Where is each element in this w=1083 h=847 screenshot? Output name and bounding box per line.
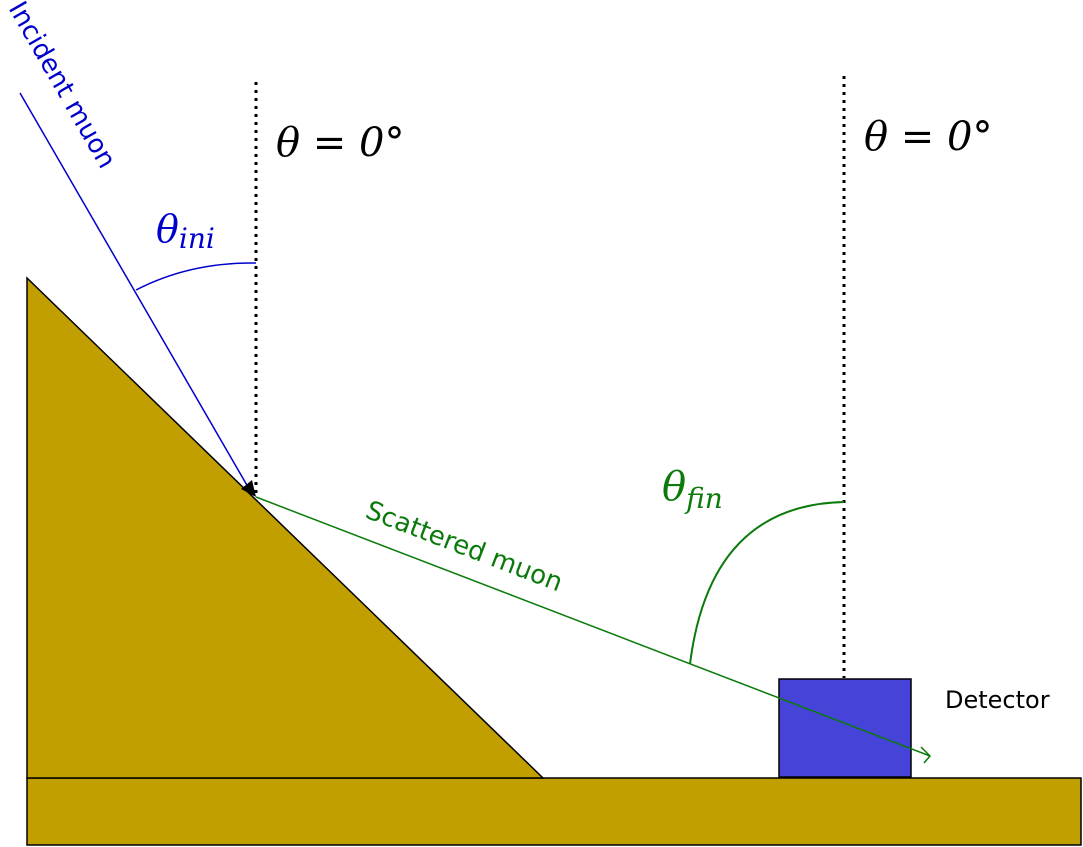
theta-ini-arc bbox=[135, 262, 257, 291]
scattered-muon-label: Scattered muon bbox=[361, 496, 566, 599]
ground-slab bbox=[26, 777, 1082, 846]
detector-label: Detector bbox=[945, 686, 1050, 714]
scattered-muon-path bbox=[255, 496, 931, 757]
incident-muon-path bbox=[19, 92, 249, 488]
theta-zero-right-label: θ = 0° bbox=[864, 114, 992, 160]
detector-box bbox=[778, 678, 912, 778]
incident-arrowhead bbox=[241, 480, 256, 497]
incident-muon-label: Incident muon bbox=[2, 0, 122, 174]
theta-fin-arc bbox=[689, 501, 845, 665]
slope bbox=[26, 276, 545, 779]
theta-ini-label: θini bbox=[156, 207, 215, 255]
theta-zero-left-label: θ = 0° bbox=[276, 120, 404, 166]
theta-fin-label: θfin bbox=[662, 464, 723, 515]
scattered-arrowhead bbox=[920, 746, 932, 764]
